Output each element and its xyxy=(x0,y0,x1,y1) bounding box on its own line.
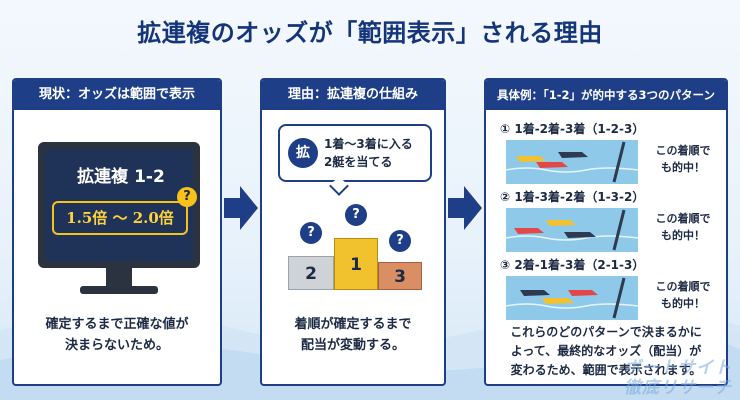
panel-header: 理由：拡連複の仕組み xyxy=(262,80,444,110)
question-icon: ? xyxy=(389,230,411,252)
example-label: ① 1着-2着-3着（1-2-3） xyxy=(500,122,645,136)
bubble-line: 1着～3着に入る xyxy=(324,137,413,151)
panel2-caption: 着順が確定するまで 配当が変動する。 xyxy=(262,314,444,356)
boat-race-icon xyxy=(506,140,638,184)
example-note: この着順で も的中！ xyxy=(648,142,718,176)
panel-reason: 理由：拡連複の仕組み 拡 1着～3着に入る 2艇を当てる 2 1 3 ? ? ?… xyxy=(260,78,446,386)
boat-race-icon xyxy=(506,208,638,252)
example-label: ③ 2着-1着-3着（2-1-3） xyxy=(500,258,645,272)
boat-race-icon xyxy=(506,276,638,320)
example-label: ② 1着-3着-2着（1-3-2） xyxy=(500,190,645,204)
right-arrow-icon xyxy=(448,186,482,230)
example-note: この着順で も的中！ xyxy=(648,278,718,312)
kaku-icon: 拡 xyxy=(288,138,318,168)
footer-line: よって、最終的なオッズ（配当）が xyxy=(510,344,702,358)
note-line: も的中！ xyxy=(661,229,705,242)
panel-examples: 具体例：「1-2」が的中する3つのパターン ① 1着-2着-3着（1-2-3） … xyxy=(484,78,728,386)
note-line: この着順で xyxy=(655,144,711,157)
watermark-line: ボートサイト xyxy=(624,358,732,378)
note-line: この着順で xyxy=(655,280,711,293)
example-row: ② 1着-3着-2着（1-3-2） この着順で も的中！ xyxy=(486,188,726,258)
watermark-line: 徹底リサーチ xyxy=(624,378,732,398)
watermark-logo: ボートサイト 徹底リサーチ xyxy=(592,358,732,398)
example-note: この着順で も的中！ xyxy=(648,210,718,244)
odds-range-display: 1.5倍 ～ 2.0倍 xyxy=(52,201,188,235)
example-row: ① 1着-2着-3着（1-2-3） この着順で も的中！ xyxy=(486,120,726,190)
caption-line: 確定するまで正確な値が xyxy=(45,317,189,332)
note-line: も的中！ xyxy=(661,297,705,310)
question-icon: ? xyxy=(345,204,367,226)
footer-line: これらのどのパターンで決まるかに xyxy=(510,325,702,339)
footer-line: 変わるため、範囲で表示されます。 xyxy=(510,363,702,377)
panel-header: 具体例：「1-2」が的中する3つのパターン xyxy=(486,80,726,110)
note-line: も的中！ xyxy=(661,161,705,174)
podium-third: 3 xyxy=(378,262,422,290)
example-row: ③ 2着-1着-3着（2-1-3） この着順で も的中！ xyxy=(486,256,726,326)
page-title: 拡連複のオッズが「範囲表示」される理由 xyxy=(137,19,603,47)
caption-line: 着順が確定するまで xyxy=(294,317,412,332)
question-icon: ? xyxy=(177,187,197,207)
podium-first: 1 xyxy=(334,238,378,290)
panel3-footer: これらのどのパターンで決まるかに よって、最終的なオッズ（配当）が 変わるため、… xyxy=(486,323,726,380)
podium-second: 2 xyxy=(288,256,334,290)
panel-header: 現状：オッズは範囲で表示 xyxy=(14,80,220,110)
note-line: この着順で xyxy=(655,212,711,225)
right-arrow-icon xyxy=(224,186,258,230)
panel-current-status: 現状：オッズは範囲で表示 拡連複 1-2 1.5倍 ～ 2.0倍 ? 確定するま… xyxy=(12,78,222,386)
bubble-line: 2艇を当てる xyxy=(324,155,393,169)
monitor-title: 拡連複 1-2 xyxy=(77,167,165,187)
speech-bubble: 拡 1着～3着に入る 2艇を当てる xyxy=(278,124,432,182)
caption-line: 配当が変動する。 xyxy=(300,338,405,353)
bubble-text: 1着～3着に入る 2艇を当てる xyxy=(324,135,413,171)
question-icon: ? xyxy=(300,222,322,244)
panel1-caption: 確定するまで正確な値が 決まらないため。 xyxy=(14,314,220,356)
caption-line: 決まらないため。 xyxy=(64,338,169,353)
